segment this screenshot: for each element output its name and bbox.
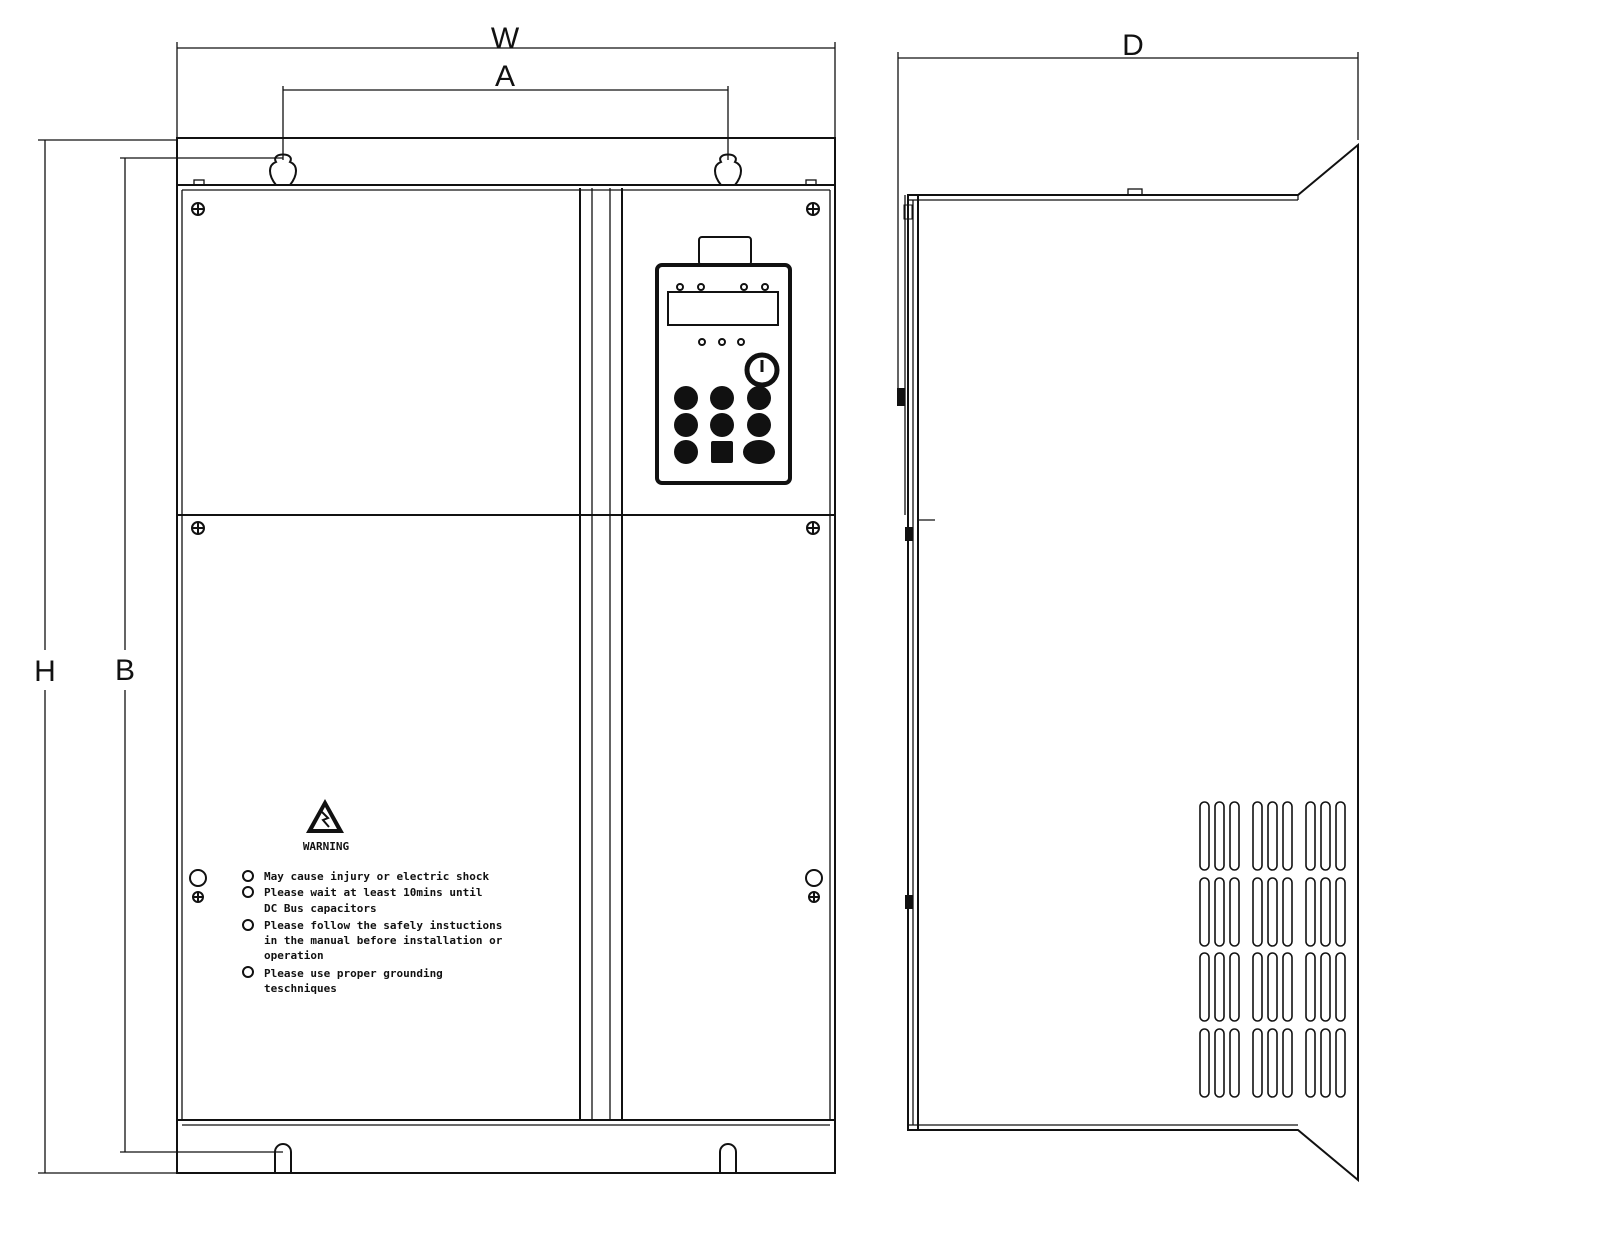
front-view: WARNING May cause injury or electric sho…	[176, 137, 836, 1174]
warning-line: Please use proper grounding	[264, 967, 443, 980]
vent-slot	[1305, 877, 1316, 947]
vent-slot	[1252, 801, 1263, 871]
vent-slot	[1229, 877, 1240, 947]
dimension-b-label: B	[115, 654, 135, 687]
vent-slot	[1214, 801, 1225, 871]
vent-slot	[1199, 801, 1210, 871]
vent-slot	[1214, 1028, 1225, 1098]
dimension-a-label: A	[495, 60, 515, 93]
vent-slot	[1320, 1028, 1331, 1098]
vent-slot	[1267, 1028, 1278, 1098]
warning-line: Please follow the safely instuctions	[264, 919, 502, 932]
vent-slot	[1229, 801, 1240, 871]
warning-triangle-icon	[306, 799, 344, 833]
vent-slot	[1335, 952, 1346, 1022]
vent-slot	[1229, 952, 1240, 1022]
mounting-slot-right	[719, 1143, 737, 1173]
warning-line: teschniques	[264, 982, 337, 995]
vent-slot	[1282, 1028, 1293, 1098]
vent-slot	[1305, 801, 1316, 871]
ventilation-slots	[1199, 801, 1346, 1098]
vent-slot	[1282, 952, 1293, 1022]
dimension-d: D	[897, 29, 1359, 400]
keypad-panel	[655, 236, 792, 485]
vent-slot	[1229, 1028, 1240, 1098]
vent-slot	[1267, 952, 1278, 1022]
vent-slot	[1320, 801, 1331, 871]
mounting-keyhole-left	[269, 153, 297, 186]
side-view	[897, 142, 1359, 1183]
vent-slot	[1252, 1028, 1263, 1098]
warning-label: WARNING May cause injury or electric sho…	[242, 799, 503, 995]
dimension-a: A	[282, 60, 729, 160]
vent-slot	[1214, 952, 1225, 1022]
screw-icons	[189, 202, 823, 903]
warning-line: DC Bus capacitors	[264, 902, 377, 915]
warning-title: WARNING	[303, 840, 350, 853]
keypad-display	[667, 291, 779, 326]
vent-slot	[1199, 1028, 1210, 1098]
warning-line: operation	[264, 949, 324, 962]
mounting-keyhole-right	[714, 153, 742, 186]
vent-slot	[1335, 877, 1346, 947]
vent-slot	[1252, 952, 1263, 1022]
warning-line: May cause injury or electric shock	[264, 870, 490, 883]
dimension-h: H	[34, 139, 177, 1174]
vent-slot	[1305, 1028, 1316, 1098]
vent-slot	[1214, 877, 1225, 947]
vent-slot	[1282, 877, 1293, 947]
vent-slot	[1335, 801, 1346, 871]
dimension-w-label: W	[491, 22, 520, 55]
dimension-w: W	[176, 22, 836, 138]
dimension-d-label: D	[1122, 29, 1144, 62]
power-knob-icon	[744, 352, 780, 388]
warning-line: in the manual before installation or	[264, 934, 503, 947]
warning-line: Please wait at least 10mins until	[264, 886, 483, 899]
vent-slot	[1305, 952, 1316, 1022]
mounting-slot-left	[274, 1143, 292, 1173]
dimension-b: B	[115, 157, 283, 1153]
vent-slot	[1320, 877, 1331, 947]
vent-slot	[1320, 952, 1331, 1022]
dimension-h-label: H	[34, 655, 56, 688]
vent-slot	[1199, 952, 1210, 1022]
center-divider	[579, 188, 623, 1120]
vent-slot	[1335, 1028, 1346, 1098]
vent-slot	[1267, 801, 1278, 871]
vent-slot	[1252, 877, 1263, 947]
vent-slot	[1267, 877, 1278, 947]
vent-slot	[1199, 877, 1210, 947]
vent-slot	[1282, 801, 1293, 871]
